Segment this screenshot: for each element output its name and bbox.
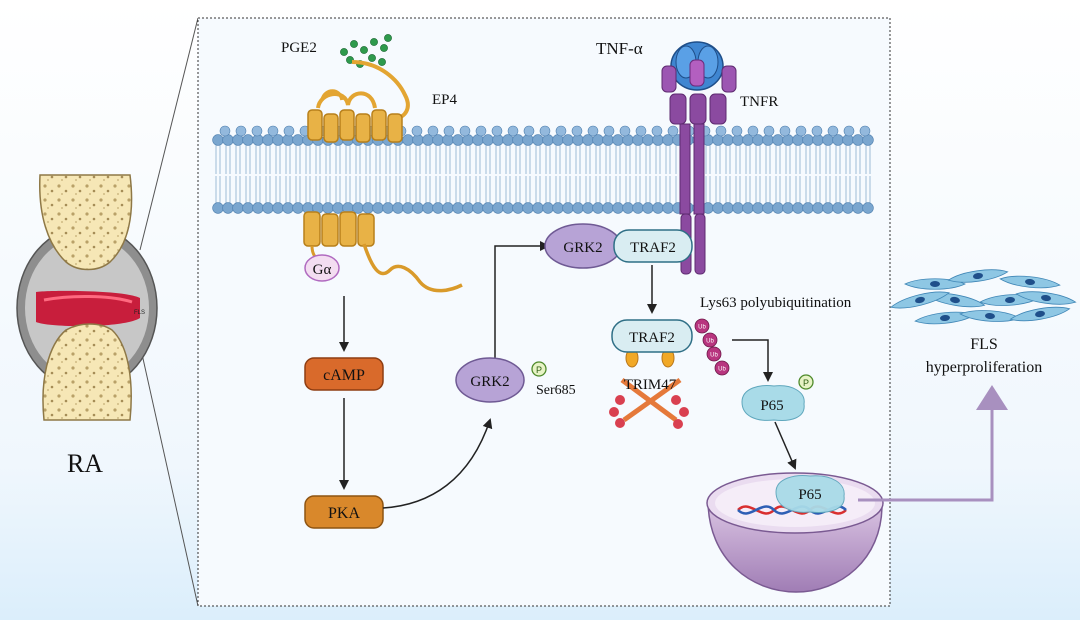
ubiquitin-icon [714,360,730,376]
fls-cell-icon [889,291,951,309]
phospho-icon [531,361,547,377]
ra-label: RA [67,449,103,478]
ubiquitin-icon [702,332,718,348]
fls-cell-icon [999,275,1061,289]
zoom-lines [139,17,199,607]
ubiquitin-label: Ub [698,325,706,331]
grk2-complex-label: GRK2 [563,240,602,256]
ep4-receptor [303,60,463,293]
pge2-molecules [340,34,392,68]
grk2-phos-label: GRK2 [470,374,509,390]
traf2-ubiquitinated: TRAF2 [611,319,693,353]
outcome-line2: hyperproliferation [926,359,1042,376]
svg-text:P: P [803,378,809,388]
tnf-alpha-label: TNF-α [596,39,643,58]
p65-cyto-label: P65 [760,398,783,414]
outcome-arrowhead [976,385,1008,410]
ubiquitin-icon [706,346,722,362]
ubiquitin-label: Ub [718,367,726,373]
g-alpha-label: Gα [313,262,332,278]
ubiquitin-label: Ub [706,339,714,345]
outcome-line1: FLS [970,336,998,353]
pka-label: PKA [328,505,360,522]
lower-bone [42,323,132,421]
ubiquitin-icon [694,318,710,334]
tnf-alpha-trimer [670,41,724,91]
pka-box: PKA [304,495,384,529]
cell-membrane [212,125,874,214]
fls-cell-icon [947,269,1009,283]
ra-joint-illustration: FLS RA [16,174,158,478]
grk2-traf2-complex: GRK2 TRAF2 [544,223,693,269]
trim47-protein: TRIM47 [609,348,689,429]
fls-tag: FLS [134,310,145,316]
phospho-icon [798,374,814,390]
p65-cytoplasmic: P65 P [741,374,814,421]
ep4-label: EP4 [432,92,458,108]
ubiquitin-label: Ub [710,353,718,359]
p65-nucleus-label: P65 [798,487,821,503]
svg-text:P: P [536,365,542,375]
g-alpha-subunit: Gα [304,254,340,282]
lys63-label: Lys63 polyubiquitination [700,295,852,311]
camp-label: cAMP [323,367,365,384]
nucleus: P65 [706,472,884,593]
traf2-ub-label: TRAF2 [629,330,675,346]
fls-cell-icon [904,278,966,290]
inflamed-synovium [36,290,140,327]
tnfr-label: TNFR [740,94,778,110]
fls-cell-icon [1015,291,1077,305]
outcome-arrow [858,408,994,502]
trim47-label: TRIM47 [624,377,677,393]
pge2-label: PGE2 [281,40,317,56]
camp-box: cAMP [304,357,384,391]
upper-bone [39,174,133,271]
ser685-label: Ser685 [536,383,576,398]
fls-cell-icon [959,310,1021,322]
traf2-complex-label: TRAF2 [630,240,676,256]
fls-cell-icon [1009,306,1071,322]
grk2-phosphorylated: GRK2 P Ser685 [455,357,576,403]
fls-cells [889,269,1077,325]
pathway-arrows [339,241,797,509]
